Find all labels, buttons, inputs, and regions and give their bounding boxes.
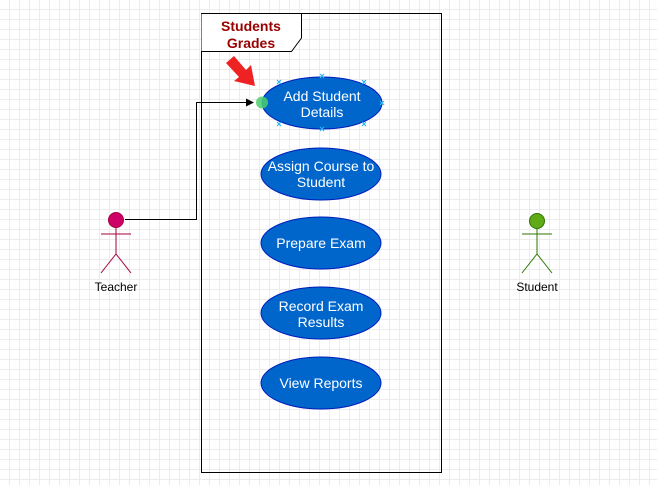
actor-label-student: Student (516, 280, 558, 294)
actor-label-teacher: Teacher (95, 280, 138, 294)
red-arrow-icon (226, 56, 255, 86)
stick-figure-icon (100, 212, 132, 274)
selection-handle-icon[interactable] (276, 121, 282, 127)
selection-handle-icon[interactable] (379, 100, 385, 106)
use-case-prepare-exam[interactable]: Prepare Exam (260, 216, 382, 270)
selection-handles[interactable] (276, 73, 385, 132)
frame-title-line2: Grades (227, 35, 275, 51)
teacher-association-connector[interactable] (125, 98, 254, 220)
use-case-assign-course-to-student[interactable]: Assign Course to Student (260, 147, 382, 201)
selection-handle-icon[interactable] (319, 126, 325, 132)
stick-figure-icon (521, 213, 553, 274)
use-case-label-line1: Record Exam (279, 298, 364, 314)
selection-handle-icon[interactable] (361, 121, 367, 127)
use-case-label-line2: Student (297, 174, 345, 190)
selection-handle-icon[interactable] (361, 79, 367, 85)
use-case-label-line1: Assign Course to (268, 158, 375, 174)
use-case-label: Prepare Exam (276, 235, 365, 251)
use-case-label-line2: Details (301, 104, 344, 120)
use-case-view-reports[interactable]: View Reports (260, 356, 382, 410)
frame-title-tab (201, 13, 302, 52)
selection-handle-icon[interactable] (319, 73, 325, 79)
actor-student[interactable]: Student (516, 213, 558, 295)
use-case-label-line1: Add Student (283, 88, 360, 104)
selection-handle-icon[interactable] (276, 79, 282, 85)
actor-teacher[interactable]: Teacher (95, 212, 138, 295)
use-case-record-exam-results[interactable]: Record Exam Results (260, 286, 382, 340)
use-case-label: View Reports (279, 375, 362, 391)
system-boundary-frame[interactable]: Students Grades (201, 13, 442, 473)
frame-title-line1: Students (221, 18, 281, 34)
use-case-add-student-details[interactable]: Add Student Details (261, 76, 383, 130)
use-case-label-line2: Results (298, 314, 345, 330)
connection-point-icon[interactable] (256, 96, 268, 109)
